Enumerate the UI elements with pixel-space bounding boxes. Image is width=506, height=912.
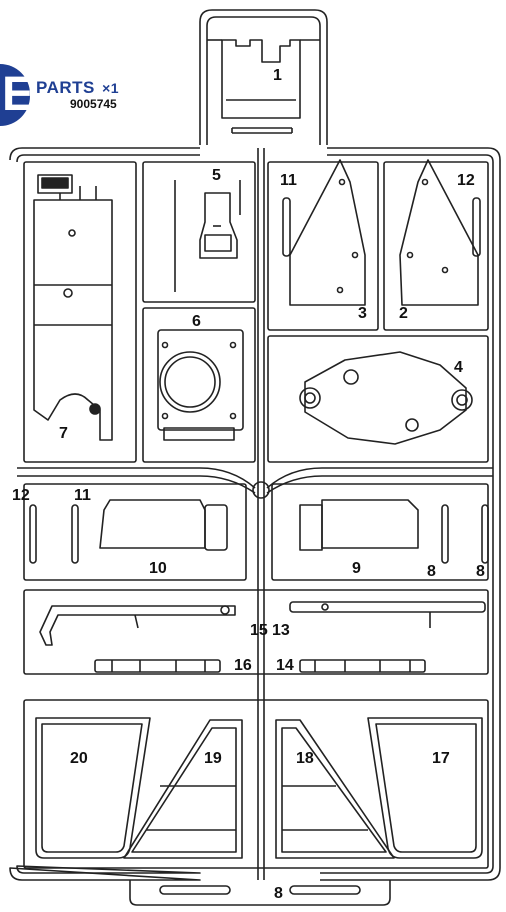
part-5: [174, 180, 241, 292]
box-part-7: [23, 161, 137, 463]
part-11b: [71, 504, 79, 564]
part-8b: [441, 504, 449, 564]
part-8a: [159, 885, 231, 895]
part-20: [35, 717, 151, 859]
label-4: 4: [454, 359, 463, 376]
label-9: 9: [352, 560, 361, 577]
top-frame: [199, 9, 328, 145]
part-7: [33, 174, 113, 441]
label-17: 17: [432, 750, 450, 767]
label-20: 20: [70, 750, 88, 767]
part-6: [157, 329, 244, 441]
label-8c: 8: [476, 563, 485, 580]
label-14: 14: [276, 657, 294, 674]
parts-quantity: ×1: [102, 80, 120, 96]
runner-hub: [252, 481, 270, 499]
part-12a: [472, 197, 481, 257]
label-7: 7: [59, 425, 68, 442]
label-19: 19: [204, 750, 222, 767]
parts-title: PARTS ×1: [36, 78, 119, 98]
outer-frame: [9, 147, 501, 881]
label-18: 18: [296, 750, 314, 767]
part-19: [123, 719, 243, 859]
part-3: [289, 159, 366, 306]
box-rods: [23, 589, 489, 675]
part-11a: [282, 197, 291, 257]
label-5: 5: [212, 167, 221, 184]
part-2: [399, 159, 479, 306]
label-15: 15: [250, 622, 268, 639]
box-frames: [23, 699, 489, 869]
tree-letter: E: [2, 68, 35, 121]
part-8c: [481, 504, 489, 564]
part-number: 9005745: [70, 97, 117, 111]
part-4: [299, 351, 473, 445]
box-part-3: [267, 161, 379, 331]
parts-label: PARTS: [36, 78, 95, 97]
box-part-6: [142, 307, 256, 463]
label-11a: 11: [280, 172, 297, 189]
label-16: 16: [234, 657, 252, 674]
part-15: [39, 605, 236, 646]
label-3: 3: [358, 305, 367, 322]
part-1: [207, 39, 320, 119]
top-frame-inner: [206, 16, 321, 145]
label-12b: 12: [12, 487, 30, 504]
part-18: [275, 719, 395, 859]
part-14: [299, 659, 426, 673]
box-part-4: [267, 335, 489, 463]
part-12b: [29, 504, 37, 564]
bottom-gate: [129, 880, 391, 906]
label-6: 6: [192, 313, 201, 330]
label-11b: 11: [74, 487, 91, 504]
label-8a: 8: [274, 885, 283, 902]
box-part-9: [271, 483, 489, 581]
label-2: 2: [399, 305, 408, 322]
part-10: [99, 499, 228, 551]
box-part-5: [142, 161, 256, 303]
part-17: [367, 717, 483, 859]
box-part-2: [383, 161, 489, 331]
label-1: 1: [273, 67, 282, 84]
label-13: 13: [272, 622, 290, 639]
label-10: 10: [149, 560, 167, 577]
part-16: [94, 659, 221, 673]
part-9: [299, 499, 419, 551]
label-12a: 12: [457, 172, 475, 189]
box-part-10: [23, 483, 247, 581]
part-13: [289, 601, 486, 628]
label-8b: 8: [427, 563, 436, 580]
tree-letter-badge: E: [0, 64, 34, 126]
